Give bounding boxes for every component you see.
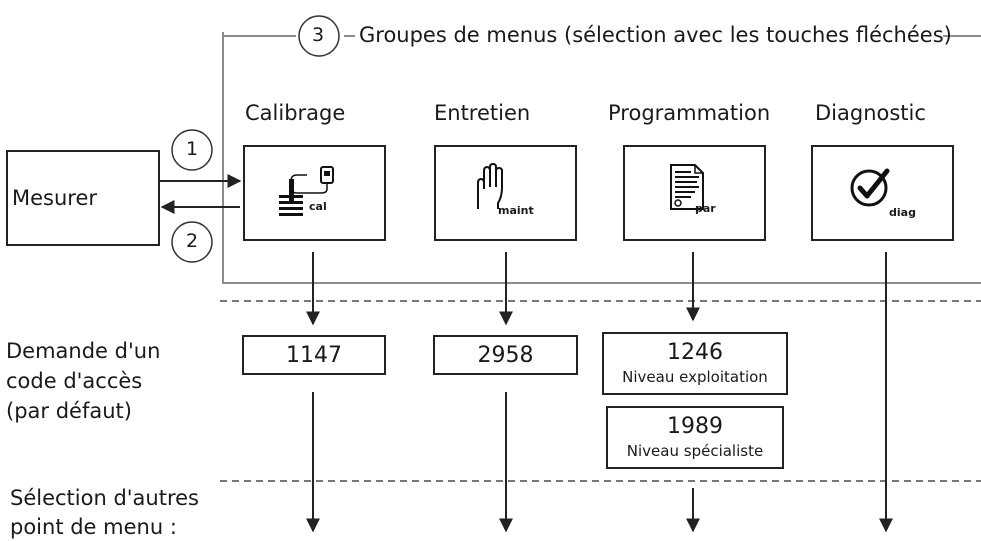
parameter-document-icon [670, 164, 704, 210]
selection-label-line2: point de menu : [10, 515, 177, 539]
group-title-programmation: Programmation [608, 101, 771, 125]
menu-group-diagnostic[interactable]: diag [811, 145, 954, 241]
code-calibrage: 1147 [286, 343, 342, 368]
access-label-line2: code d'accès [6, 369, 143, 393]
menu-groups-label: Groupes de menus (sélection avec les tou… [359, 23, 952, 47]
step1-number: 1 [186, 138, 199, 160]
group-title-entretien: Entretien [434, 101, 531, 125]
step2-circle [171, 221, 213, 263]
code-level-specialist: Niveau spécialiste [626, 442, 764, 460]
code-level-operator: Niveau exploitation [622, 368, 768, 386]
step3-circle [298, 15, 340, 57]
diagnostic-check-icon [850, 168, 890, 207]
group-title-calibrage: Calibrage [245, 101, 346, 125]
access-label-line3: (par défaut) [6, 399, 132, 423]
measure-box[interactable]: Mesurer [6, 150, 160, 246]
group-title-diagnostic: Diagnostic [815, 101, 926, 125]
access-label-line1: Demande d'un [6, 339, 161, 363]
code-box-calibrage: 1147 [242, 335, 386, 375]
maintenance-hand-icon [477, 163, 503, 209]
code-box-entretien: 2958 [433, 335, 578, 375]
code-box-programmation-operator: 1246 Niveau exploitation [602, 332, 788, 395]
diag-icon-label: diag [889, 206, 916, 219]
menu-groups-frame [222, 32, 981, 284]
menu-group-calibrage[interactable]: cal [243, 145, 386, 241]
step1-circle [171, 129, 213, 171]
calibration-icon [279, 166, 334, 216]
code-programmation-operator: 1246 [667, 340, 723, 365]
maint-icon-label: maint [498, 204, 534, 217]
code-box-programmation-specialist: 1989 Niveau spécialiste [606, 406, 784, 469]
selection-label-line1: Sélection d'autres [10, 486, 199, 510]
code-programmation-specialist: 1989 [667, 414, 723, 439]
measure-label: Mesurer [12, 186, 98, 210]
cal-icon-label: cal [309, 200, 327, 213]
code-entretien: 2958 [477, 343, 534, 368]
menu-group-entretien[interactable]: maint [434, 145, 577, 241]
par-icon-label: par [695, 202, 716, 215]
menu-group-programmation[interactable]: par [623, 145, 766, 241]
step3-number: 3 [312, 24, 325, 46]
step2-number: 2 [186, 230, 199, 252]
